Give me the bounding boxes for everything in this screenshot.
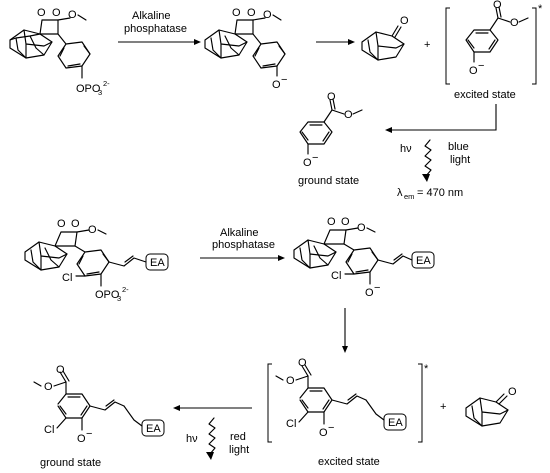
- svg-text:O: O: [344, 109, 353, 121]
- svg-text:O: O: [37, 7, 46, 19]
- excited-state-1-label: excited state: [454, 89, 516, 101]
- svg-text:Cl: Cl: [331, 270, 341, 282]
- svg-text:O: O: [469, 65, 478, 77]
- svg-text:−: −: [478, 60, 484, 72]
- reaction1: O O O OPO 3 2- Alkaline phosphatase: [9, 0, 543, 201]
- phenyl-1: OPO 3 2-: [57, 33, 110, 97]
- svg-text:phosphatase: phosphatase: [124, 23, 187, 35]
- excited-state-2-bracket: * O O Cl O − EA: [267, 357, 429, 443]
- svg-text:OPO: OPO: [95, 289, 120, 301]
- svg-text:Alkaline: Alkaline: [132, 10, 171, 22]
- svg-text:Cl: Cl: [44, 424, 54, 436]
- ground-state-2: O O Cl O − EA: [33, 364, 165, 445]
- svg-text:em: em: [404, 192, 414, 201]
- svg-text:hν: hν: [186, 433, 198, 445]
- svg-text:λ: λ: [397, 187, 403, 199]
- svg-text:3: 3: [98, 88, 102, 97]
- svg-text:−: −: [281, 74, 287, 86]
- svg-text:Cl: Cl: [62, 272, 72, 284]
- svg-text:O: O: [510, 17, 519, 29]
- svg-text:light: light: [229, 444, 249, 456]
- svg-text:O: O: [357, 222, 366, 234]
- svg-text:O: O: [88, 224, 97, 236]
- svg-text:O: O: [52, 7, 61, 19]
- svg-text:OPO: OPO: [76, 83, 101, 95]
- svg-text:EA: EA: [146, 423, 161, 435]
- svg-text:O: O: [319, 427, 328, 439]
- svg-text:O: O: [263, 9, 272, 21]
- svg-text:O: O: [272, 79, 281, 91]
- phenyl-2: O −: [252, 33, 287, 91]
- svg-text:hν: hν: [400, 143, 412, 155]
- svg-text:2-: 2-: [122, 285, 129, 294]
- ground-state-2-label: ground state: [40, 457, 101, 469]
- dioxetane-1: O O O: [37, 7, 87, 35]
- adamantane-3: [24, 241, 68, 271]
- svg-text:EA: EA: [388, 417, 403, 429]
- svg-text:−: −: [312, 152, 318, 164]
- svg-text:EA: EA: [150, 257, 165, 269]
- svg-text:−: −: [86, 428, 92, 440]
- reaction1-arrow-emission: [385, 104, 497, 133]
- svg-text:O: O: [400, 15, 409, 27]
- svg-text:EA: EA: [416, 255, 431, 267]
- dioxetane-3: O O O: [54, 218, 107, 247]
- svg-text:O: O: [327, 216, 336, 228]
- dioxetane-2: O O O: [232, 7, 282, 35]
- svg-text:O: O: [44, 381, 53, 393]
- plus-sign-1: +: [424, 39, 430, 51]
- svg-text:O: O: [71, 218, 80, 230]
- photon-red: hν red light: [186, 417, 249, 460]
- svg-text:O: O: [77, 433, 86, 445]
- reaction1-arrow-phosphatase: Alkaline phosphatase: [118, 10, 201, 45]
- substrate-ring-2: Cl OPO 3 2- EA: [62, 245, 169, 303]
- svg-text:−: −: [328, 422, 334, 434]
- svg-text:O: O: [56, 364, 65, 376]
- adamantanone-2: O: [465, 386, 517, 427]
- svg-text:blue: blue: [448, 141, 469, 153]
- excited-state-1-bracket: * O O O −: [445, 0, 543, 85]
- svg-text:O: O: [303, 157, 312, 169]
- svg-text:O: O: [365, 287, 374, 299]
- svg-text:*: *: [538, 3, 543, 15]
- svg-text:O: O: [341, 216, 350, 228]
- svg-text:O: O: [286, 375, 295, 387]
- excited-state-2-label: excited state: [318, 456, 380, 468]
- reaction2: O O O Cl OPO 3 2- EA Alkaline phosphatas…: [24, 216, 517, 469]
- svg-text:O: O: [232, 7, 241, 19]
- svg-text:O: O: [327, 91, 336, 103]
- adamantane-1: [9, 29, 53, 59]
- svg-text:Cl: Cl: [286, 418, 296, 430]
- intermediate-ring-2: Cl O − EA: [331, 243, 435, 299]
- svg-text:2-: 2-: [103, 79, 110, 88]
- svg-text:= 470 nm: = 470 nm: [417, 187, 463, 199]
- plus-sign-2: +: [440, 401, 446, 413]
- svg-text:3: 3: [117, 294, 121, 303]
- svg-text:Alkaline: Alkaline: [220, 227, 259, 239]
- svg-text:O: O: [68, 9, 77, 21]
- photon-blue: hν blue light λ em = 470 nm: [397, 139, 470, 201]
- svg-text:phosphatase: phosphatase: [212, 239, 275, 251]
- adamantanone-1: O: [361, 15, 409, 61]
- adamantane-2: [204, 29, 248, 59]
- svg-text:O: O: [493, 0, 502, 11]
- ground-state-1-label: ground state: [298, 175, 359, 187]
- svg-text:−: −: [374, 282, 380, 294]
- svg-text:light: light: [450, 154, 470, 166]
- svg-text:red: red: [230, 431, 246, 443]
- svg-text:O: O: [247, 7, 256, 19]
- svg-text:O: O: [298, 357, 307, 369]
- svg-text:O: O: [508, 386, 517, 398]
- reaction2-arrow-phosphatase: Alkaline phosphatase: [200, 227, 285, 261]
- svg-text:O: O: [57, 218, 66, 230]
- dioxetane-4: O O O: [323, 216, 376, 245]
- ground-state-1: O O O −: [299, 91, 363, 169]
- adamantane-4: [293, 239, 337, 269]
- svg-text:*: *: [424, 363, 429, 375]
